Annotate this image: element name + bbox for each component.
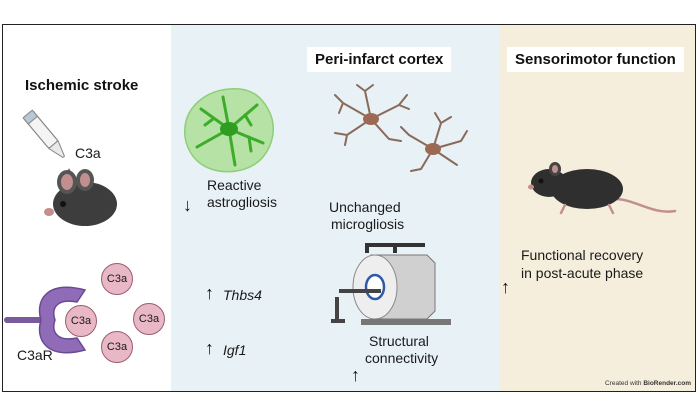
sensorimotor-panel: Sensorimotor function ↑ Functional recov… bbox=[499, 25, 695, 391]
igf1-label: Igf1 bbox=[223, 342, 247, 358]
increase-arrow: ↑ bbox=[205, 283, 214, 303]
increase-arrow: ↑ bbox=[351, 365, 360, 385]
cortex-title: Peri-infarct cortex bbox=[307, 47, 452, 72]
figure-frame: Ischemic stroke C3a C3a C3aR bbox=[2, 24, 696, 392]
credit-text: Created with BioRender.com bbox=[605, 380, 691, 387]
decrease-arrow: ↓ bbox=[183, 195, 192, 215]
increase-arrow: ↑ bbox=[501, 277, 510, 297]
mri-scanner-icon bbox=[331, 243, 451, 325]
unchanged-label-2: microgliosis bbox=[331, 216, 405, 232]
receptor-icon bbox=[4, 286, 87, 354]
astrocyte-icon bbox=[184, 87, 275, 173]
reactive-label-2: astrogliosis bbox=[207, 194, 278, 210]
mouse-icon bbox=[44, 169, 117, 226]
cortex-panel: Peri-infarct cortex ↓ Reactive astroglio… bbox=[171, 25, 499, 391]
reactive-label-1: Reactive bbox=[207, 177, 262, 193]
structural-label-2: connectivity bbox=[365, 350, 439, 366]
thbs4-label: Thbs4 bbox=[223, 287, 262, 303]
c3ar-label: C3aR bbox=[17, 347, 53, 363]
c3a-molecule: C3a bbox=[101, 263, 133, 295]
functional-label-1: Functional recovery bbox=[521, 247, 644, 263]
functional-label-2: in post-acute phase bbox=[521, 265, 644, 281]
c3a-molecule: C3a bbox=[133, 303, 165, 335]
structural-label-1: Structural bbox=[369, 333, 429, 349]
c3a-bound-molecule: C3a bbox=[65, 305, 97, 337]
c3a-molecule: C3a bbox=[101, 331, 133, 363]
sensorimotor-title: Sensorimotor function bbox=[507, 47, 684, 72]
unchanged-label-1: Unchanged bbox=[329, 199, 401, 215]
microglia-icon bbox=[334, 84, 468, 172]
increase-arrow: ↑ bbox=[205, 338, 214, 358]
pipette-icon bbox=[22, 109, 72, 182]
mouse-icon bbox=[528, 162, 677, 215]
stroke-title: Ischemic stroke bbox=[25, 77, 139, 94]
stroke-panel: Ischemic stroke C3a C3a C3aR bbox=[3, 25, 171, 391]
c3a-drop-label: C3a bbox=[75, 145, 101, 161]
